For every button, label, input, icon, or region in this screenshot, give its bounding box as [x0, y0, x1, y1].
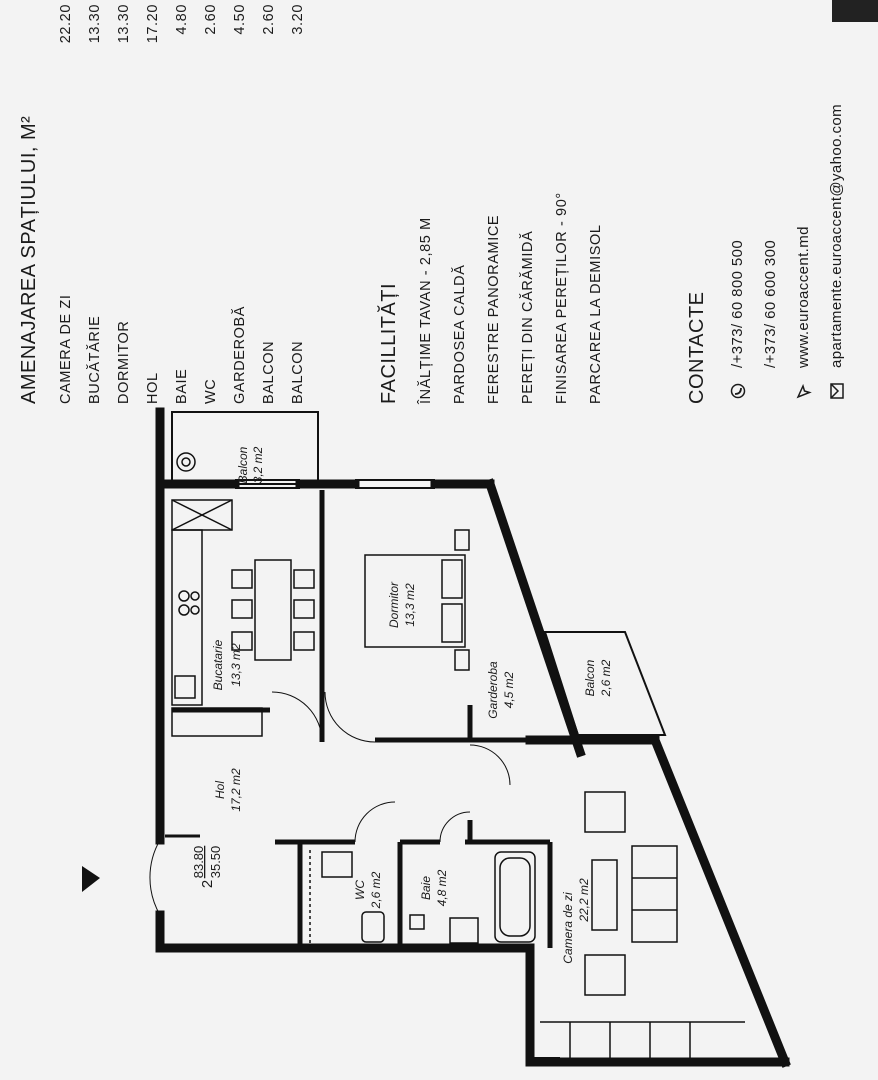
bed	[364, 529, 470, 671]
facility-item: FERESTRE PANORAMICE	[486, 214, 502, 404]
dining-table	[231, 559, 315, 661]
room-row-value: 4.80	[173, 4, 190, 35]
room-area-wc: 2,6 m2	[369, 871, 383, 909]
room-row: HOL 17.20	[138, 0, 167, 404]
rooms-title: AMENAJAREA SPAȚIULUI, M²	[18, 115, 40, 404]
room-row-value: 2.60	[260, 4, 277, 35]
room-row-value: 22.20	[57, 4, 74, 44]
room-row-label: CAMERA DE ZI	[57, 294, 74, 404]
room-row-label: BALCON	[260, 340, 277, 404]
room-row-value: 4.50	[231, 4, 248, 35]
cursor-icon	[794, 378, 814, 404]
room-row: BALCON 2.60	[254, 0, 283, 404]
room-row-label: DORMITOR	[115, 320, 132, 404]
room-row-value: 13.30	[86, 4, 103, 44]
exterior-walls	[155, 407, 791, 1068]
contact-section: CONTACTE /+373/ 60 800 500 /+373/ 60 600…	[686, 0, 853, 404]
facility-item: FINISAREA PEREȚILOR - 90°	[554, 192, 570, 404]
room-row: BAIE 4.80	[167, 0, 196, 404]
room-row: BUCĂTĂRIE 13.30	[80, 0, 109, 404]
interior-walls	[165, 490, 553, 948]
windows	[235, 479, 560, 1059]
facilities-title: FACILLITĂȚI	[378, 282, 400, 404]
facilities-list: ÎNĂLȚIME TAVAN - 2,85 M PARDOSEA CALDĂ FER…	[409, 0, 613, 404]
mail-icon	[827, 378, 847, 404]
room-row-label: WC	[202, 378, 219, 404]
email-link[interactable]: apartamente.euroaccent@yahoo.com	[828, 103, 845, 368]
room-row: DORMITOR 13.30	[109, 0, 138, 404]
room-area-camera: 22,2 m2	[577, 878, 591, 923]
room-area-garderoba: 4,5 m2	[502, 671, 516, 708]
room-row: CAMERA DE ZI 22.20	[51, 0, 80, 404]
phone-line-1[interactable]: /+373/ 60 800 500	[721, 0, 754, 404]
room-row: BALCON 3.20	[283, 0, 312, 404]
phone-line-2[interactable]: /+373/ 60 600 300	[754, 0, 787, 404]
door-swings	[149, 691, 511, 916]
phone-number-2[interactable]: /+373/ 60 600 300	[762, 239, 779, 368]
balcony-top-outline	[171, 411, 319, 485]
room-area-hol: 17,2 m2	[229, 768, 243, 812]
room-row-label: GARDEROBĂ	[231, 305, 248, 404]
phone-icon	[728, 378, 748, 404]
room-label-hol: Hol	[213, 781, 227, 799]
apartment-rooms-count: 2	[199, 880, 216, 888]
facility-item: ÎNĂLȚIME TAVAN - 2,85 M	[418, 217, 434, 404]
room-row: GARDEROBĂ 4.50	[225, 0, 254, 404]
room-row-label: BAIE	[173, 368, 190, 404]
room-label-baie: Baie	[419, 876, 433, 900]
room-row-value: 3.20	[289, 4, 306, 35]
room-row-value: 13.30	[115, 4, 132, 44]
room-label-balcon-top: Balcon	[236, 446, 250, 483]
entrance-arrow-icon	[82, 866, 100, 892]
room-area-balcon-top: 3,2 m2	[251, 446, 265, 483]
corner-mark	[832, 0, 878, 22]
room-area-baie: 4,8 m2	[435, 869, 449, 906]
facilities-section: FACILLITĂȚI ÎNĂLȚIME TAVAN - 2,85 M PARDO…	[378, 0, 613, 404]
room-area-balcon-side: 2,6 m2	[599, 659, 613, 697]
facility-item: PEREȚI DIN CĂRĂMIDĂ	[520, 230, 536, 404]
contact-title: CONTACTE	[686, 291, 708, 404]
room-row-value: 17.20	[144, 4, 161, 44]
room-label-bucatarie: Bucatarie	[211, 639, 225, 690]
living-furniture	[540, 791, 745, 1058]
facility-item: PARDOSEA CALDĂ	[452, 264, 468, 404]
bath-fixtures	[309, 850, 536, 945]
room-row-value: 2.60	[202, 4, 219, 35]
phone-number-1[interactable]: /+373/ 60 800 500	[729, 239, 746, 368]
room-label-dormitor: Dormitor	[387, 581, 401, 628]
room-area-dormitor: 13,3 m2	[403, 583, 417, 627]
room-area-bucatarie: 13,3 m2	[229, 643, 243, 687]
kitchen-units	[171, 452, 263, 737]
apartment-total-area: 83.80	[191, 846, 206, 879]
room-row-label: BALCON	[289, 340, 306, 404]
room-row-label: BUCĂTĂRIE	[86, 315, 103, 404]
room-row: WC 2.60	[196, 0, 225, 404]
room-label-garderoba: Garderoba	[486, 661, 500, 719]
rooms-section: AMENAJAREA SPAȚIULUI, M² CAMERA DE ZI 22.…	[18, 0, 312, 404]
website-link[interactable]: www.euroaccent.md	[795, 226, 812, 368]
apartment-living-area: 35.50	[208, 846, 223, 879]
room-label-camera: Camera de zi	[561, 892, 575, 964]
facility-item: PARCAREA LA DEMISOL	[588, 224, 604, 404]
website-line[interactable]: www.euroaccent.md	[787, 0, 820, 404]
balcony-side-outline	[543, 631, 667, 736]
room-label-wc: WC	[353, 880, 367, 900]
room-label-balcon-side: Balcon	[583, 659, 597, 696]
room-row-label: HOL	[144, 372, 161, 404]
email-line[interactable]: apartamente.euroaccent@yahoo.com	[820, 0, 853, 404]
